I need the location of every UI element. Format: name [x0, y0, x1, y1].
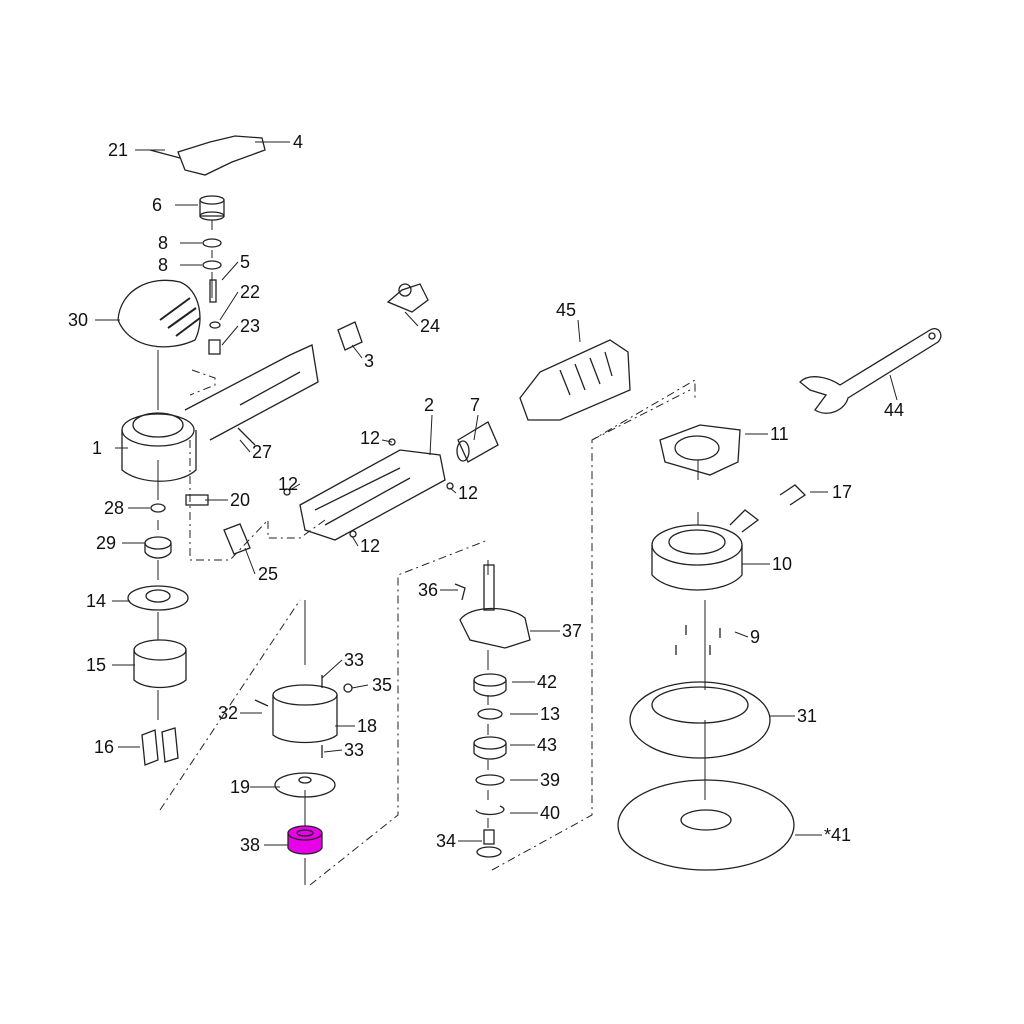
label-45: 45: [556, 300, 577, 320]
label-31: 31: [797, 706, 818, 726]
part-40-snap-ring: [475, 805, 505, 816]
label-6: 6: [152, 195, 163, 215]
part-18-cylinder: [272, 684, 338, 744]
label-22: 22: [240, 282, 261, 302]
label-25: 25: [258, 564, 279, 584]
label-35: 35: [372, 675, 393, 695]
label-23: 23: [240, 316, 261, 336]
part-12-screw: [388, 438, 396, 446]
part-15-rotor: [133, 639, 187, 689]
label-12: 12: [458, 483, 479, 503]
part-42-bearing: [473, 673, 507, 697]
label-18: 18: [357, 716, 378, 736]
part-8-oring: [202, 238, 222, 248]
part-9-screws: [675, 625, 721, 655]
part-12-screw: [446, 482, 454, 490]
part-44-wrench: [799, 328, 942, 414]
label-30: 30: [68, 310, 89, 330]
label-7: 7: [470, 395, 481, 415]
part-17-clip: [779, 484, 807, 506]
part-6-valve: [199, 195, 225, 221]
part-22-oring: [209, 321, 221, 329]
part-34-shaft: [476, 829, 502, 858]
part-12-screw: [283, 488, 291, 496]
part-41-pad: [617, 779, 795, 871]
part-25-sleeve: [223, 523, 251, 555]
part-35-ring: [343, 683, 353, 693]
label-9: 9: [750, 627, 761, 647]
part-13-ring: [477, 708, 503, 720]
part-10-shroud: [651, 509, 760, 591]
label-43: 43: [537, 735, 558, 755]
label-38: 38: [240, 835, 261, 855]
part-5-pin: [209, 279, 217, 303]
part-16-vanes: [141, 727, 179, 766]
part-7-bushing: [456, 421, 499, 463]
label-13: 13: [540, 704, 561, 724]
part-11-gasket: [659, 424, 741, 476]
part-19-end-plate: [274, 772, 336, 798]
part-45-grip: [519, 339, 631, 421]
part-38-bearing-highlighted: [287, 825, 323, 855]
label-14: 14: [86, 591, 107, 611]
label-32: 32: [218, 703, 239, 723]
label-16: 16: [94, 737, 115, 757]
label-24: 24: [420, 316, 441, 336]
label-33: 33: [344, 650, 365, 670]
part-14-plate: [127, 585, 189, 611]
label-34: 34: [436, 831, 457, 851]
part-31-skirt: [629, 681, 771, 759]
part-32-pin: [254, 699, 269, 707]
label-41: *41: [824, 825, 852, 845]
label-29: 29: [96, 533, 117, 553]
label-42: 42: [537, 672, 558, 692]
part-43-bearing: [473, 736, 507, 760]
part-24-inlet: [386, 283, 429, 313]
part-37-spindle: [459, 564, 531, 649]
part-39-washer: [475, 774, 505, 786]
label-27: 27: [252, 442, 273, 462]
part-12-screw: [349, 530, 357, 538]
label-44: 44: [884, 400, 905, 420]
label-12: 12: [360, 428, 381, 448]
part-4-lever: [177, 135, 266, 176]
label-19: 19: [230, 777, 251, 797]
part-36-key: [454, 583, 466, 601]
label-11: 11: [770, 424, 789, 444]
label-12: 12: [360, 536, 381, 556]
part-20-pin: [185, 494, 209, 506]
label-21: 21: [108, 140, 129, 160]
label-4: 4: [293, 132, 304, 152]
part-1-housing: [121, 344, 319, 482]
part-23-valve-seat: [208, 339, 221, 355]
part-8-oring: [202, 260, 222, 270]
label-3: 3: [364, 351, 375, 371]
label-39: 39: [540, 770, 561, 790]
label-1: 1: [92, 438, 103, 458]
label-15: 15: [86, 655, 107, 675]
part-21-pin: [149, 149, 181, 159]
label-10: 10: [772, 554, 793, 574]
part-29-bearing: [144, 536, 172, 559]
part-27-pin: [237, 427, 256, 446]
label-5: 5: [240, 252, 251, 272]
label-33: 33: [344, 740, 365, 760]
label-17: 17: [832, 482, 853, 502]
label-12: 12: [278, 474, 299, 494]
part-28-washer: [150, 503, 166, 513]
label-8: 8: [158, 233, 169, 253]
label-40: 40: [540, 803, 561, 823]
part-30-cover: [117, 279, 201, 348]
part-3-muffler: [337, 321, 363, 351]
part-2-frame: [299, 449, 446, 541]
leader-lines: [95, 141, 898, 886]
label-20: 20: [230, 490, 251, 510]
label-36: 36: [418, 580, 439, 600]
label-8: 8: [158, 255, 169, 275]
label-28: 28: [104, 498, 125, 518]
label-2: 2: [424, 395, 435, 415]
label-37: 37: [562, 621, 583, 641]
